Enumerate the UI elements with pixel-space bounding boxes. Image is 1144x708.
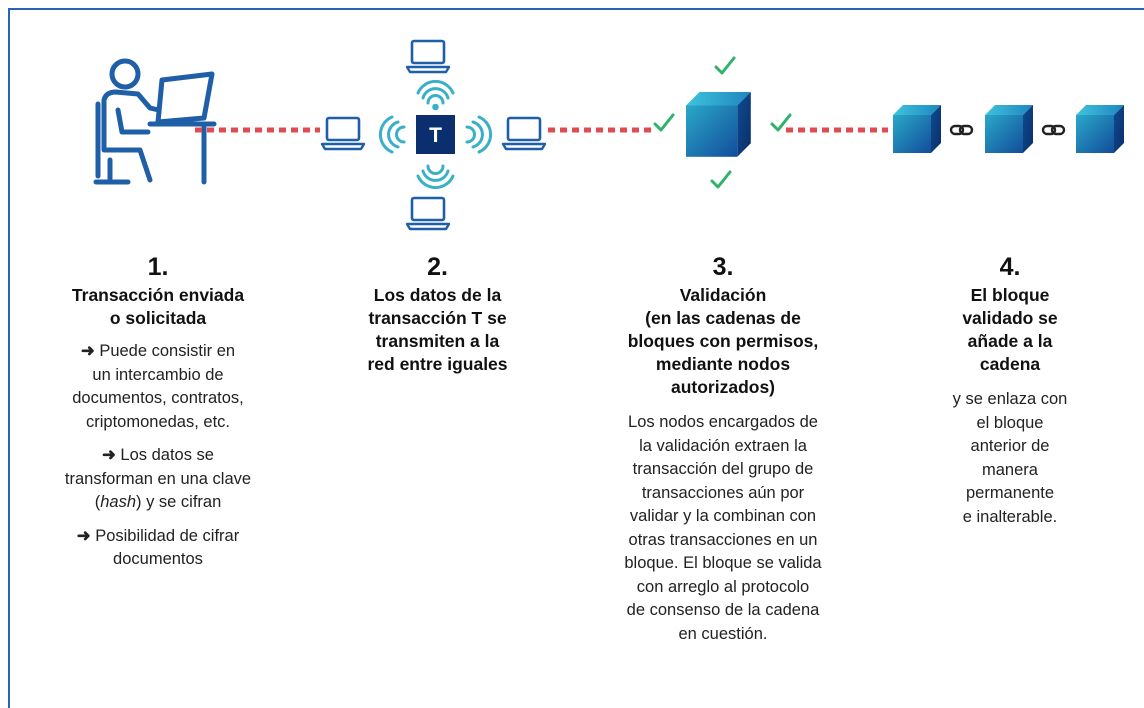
step-title: Validación (en las cadenas de bloques co…	[627, 285, 819, 397]
checkmark-icon	[714, 56, 736, 75]
step-3: 3. Validación (en las cadenas de bloques…	[588, 254, 858, 646]
arrow-icon: ➜	[102, 446, 116, 464]
step-number: 3.	[712, 253, 734, 281]
cube-block-icon	[985, 105, 1033, 153]
bullet-item: ➜ Posibilidad de cifrar documentos	[76, 526, 240, 569]
node-label: T	[429, 124, 442, 147]
step-4: 4. El bloque validado se añade a la cade…	[920, 254, 1100, 529]
step-title: Transacción enviada o solicitada	[71, 285, 245, 328]
step-description: y se enlaza con el bloque anterior de ma…	[952, 390, 1068, 526]
chain-link-icon	[949, 124, 974, 136]
bullet-item: ➜ Los datos se transforman en una clave …	[64, 446, 252, 511]
arrow-icon: ➜	[76, 526, 91, 545]
process-illustration: T	[93, 39, 1124, 231]
cube-block-icon	[1076, 105, 1124, 153]
laptop-icon	[320, 116, 366, 151]
laptop-icon	[405, 196, 451, 231]
laptop-icon	[501, 116, 547, 151]
chain-link-icon	[1041, 124, 1066, 136]
step-2: 2. Los datos de la transacción T se tran…	[330, 254, 545, 376]
cube-block-icon	[893, 105, 941, 153]
step-title: El bloque validado se añade a la cadena	[962, 285, 1058, 374]
step-description: Los nodos encargados de la validación ex…	[624, 413, 822, 643]
laptop-icon	[405, 39, 451, 74]
checkmark-icon	[710, 170, 732, 189]
cube-block-icon	[686, 92, 751, 157]
bullet-item: ➜ Puede consistir en un intercambio de d…	[72, 342, 244, 431]
step-number: 2.	[427, 253, 448, 281]
user-at-computer-icon	[93, 58, 217, 185]
diagram-frame	[8, 8, 1144, 708]
transaction-node	[416, 115, 455, 154]
step-number: 1.	[147, 253, 169, 281]
step-title: Los datos de la transacción T se transmi…	[367, 285, 508, 374]
step-1: 1. Transacción enviada o solicitada ➜ Pu…	[38, 254, 278, 572]
arrow-icon: ➜	[80, 342, 95, 360]
checkmark-icon	[653, 113, 675, 132]
wifi-signal-icon	[378, 79, 493, 190]
step-number: 4.	[999, 253, 1021, 281]
